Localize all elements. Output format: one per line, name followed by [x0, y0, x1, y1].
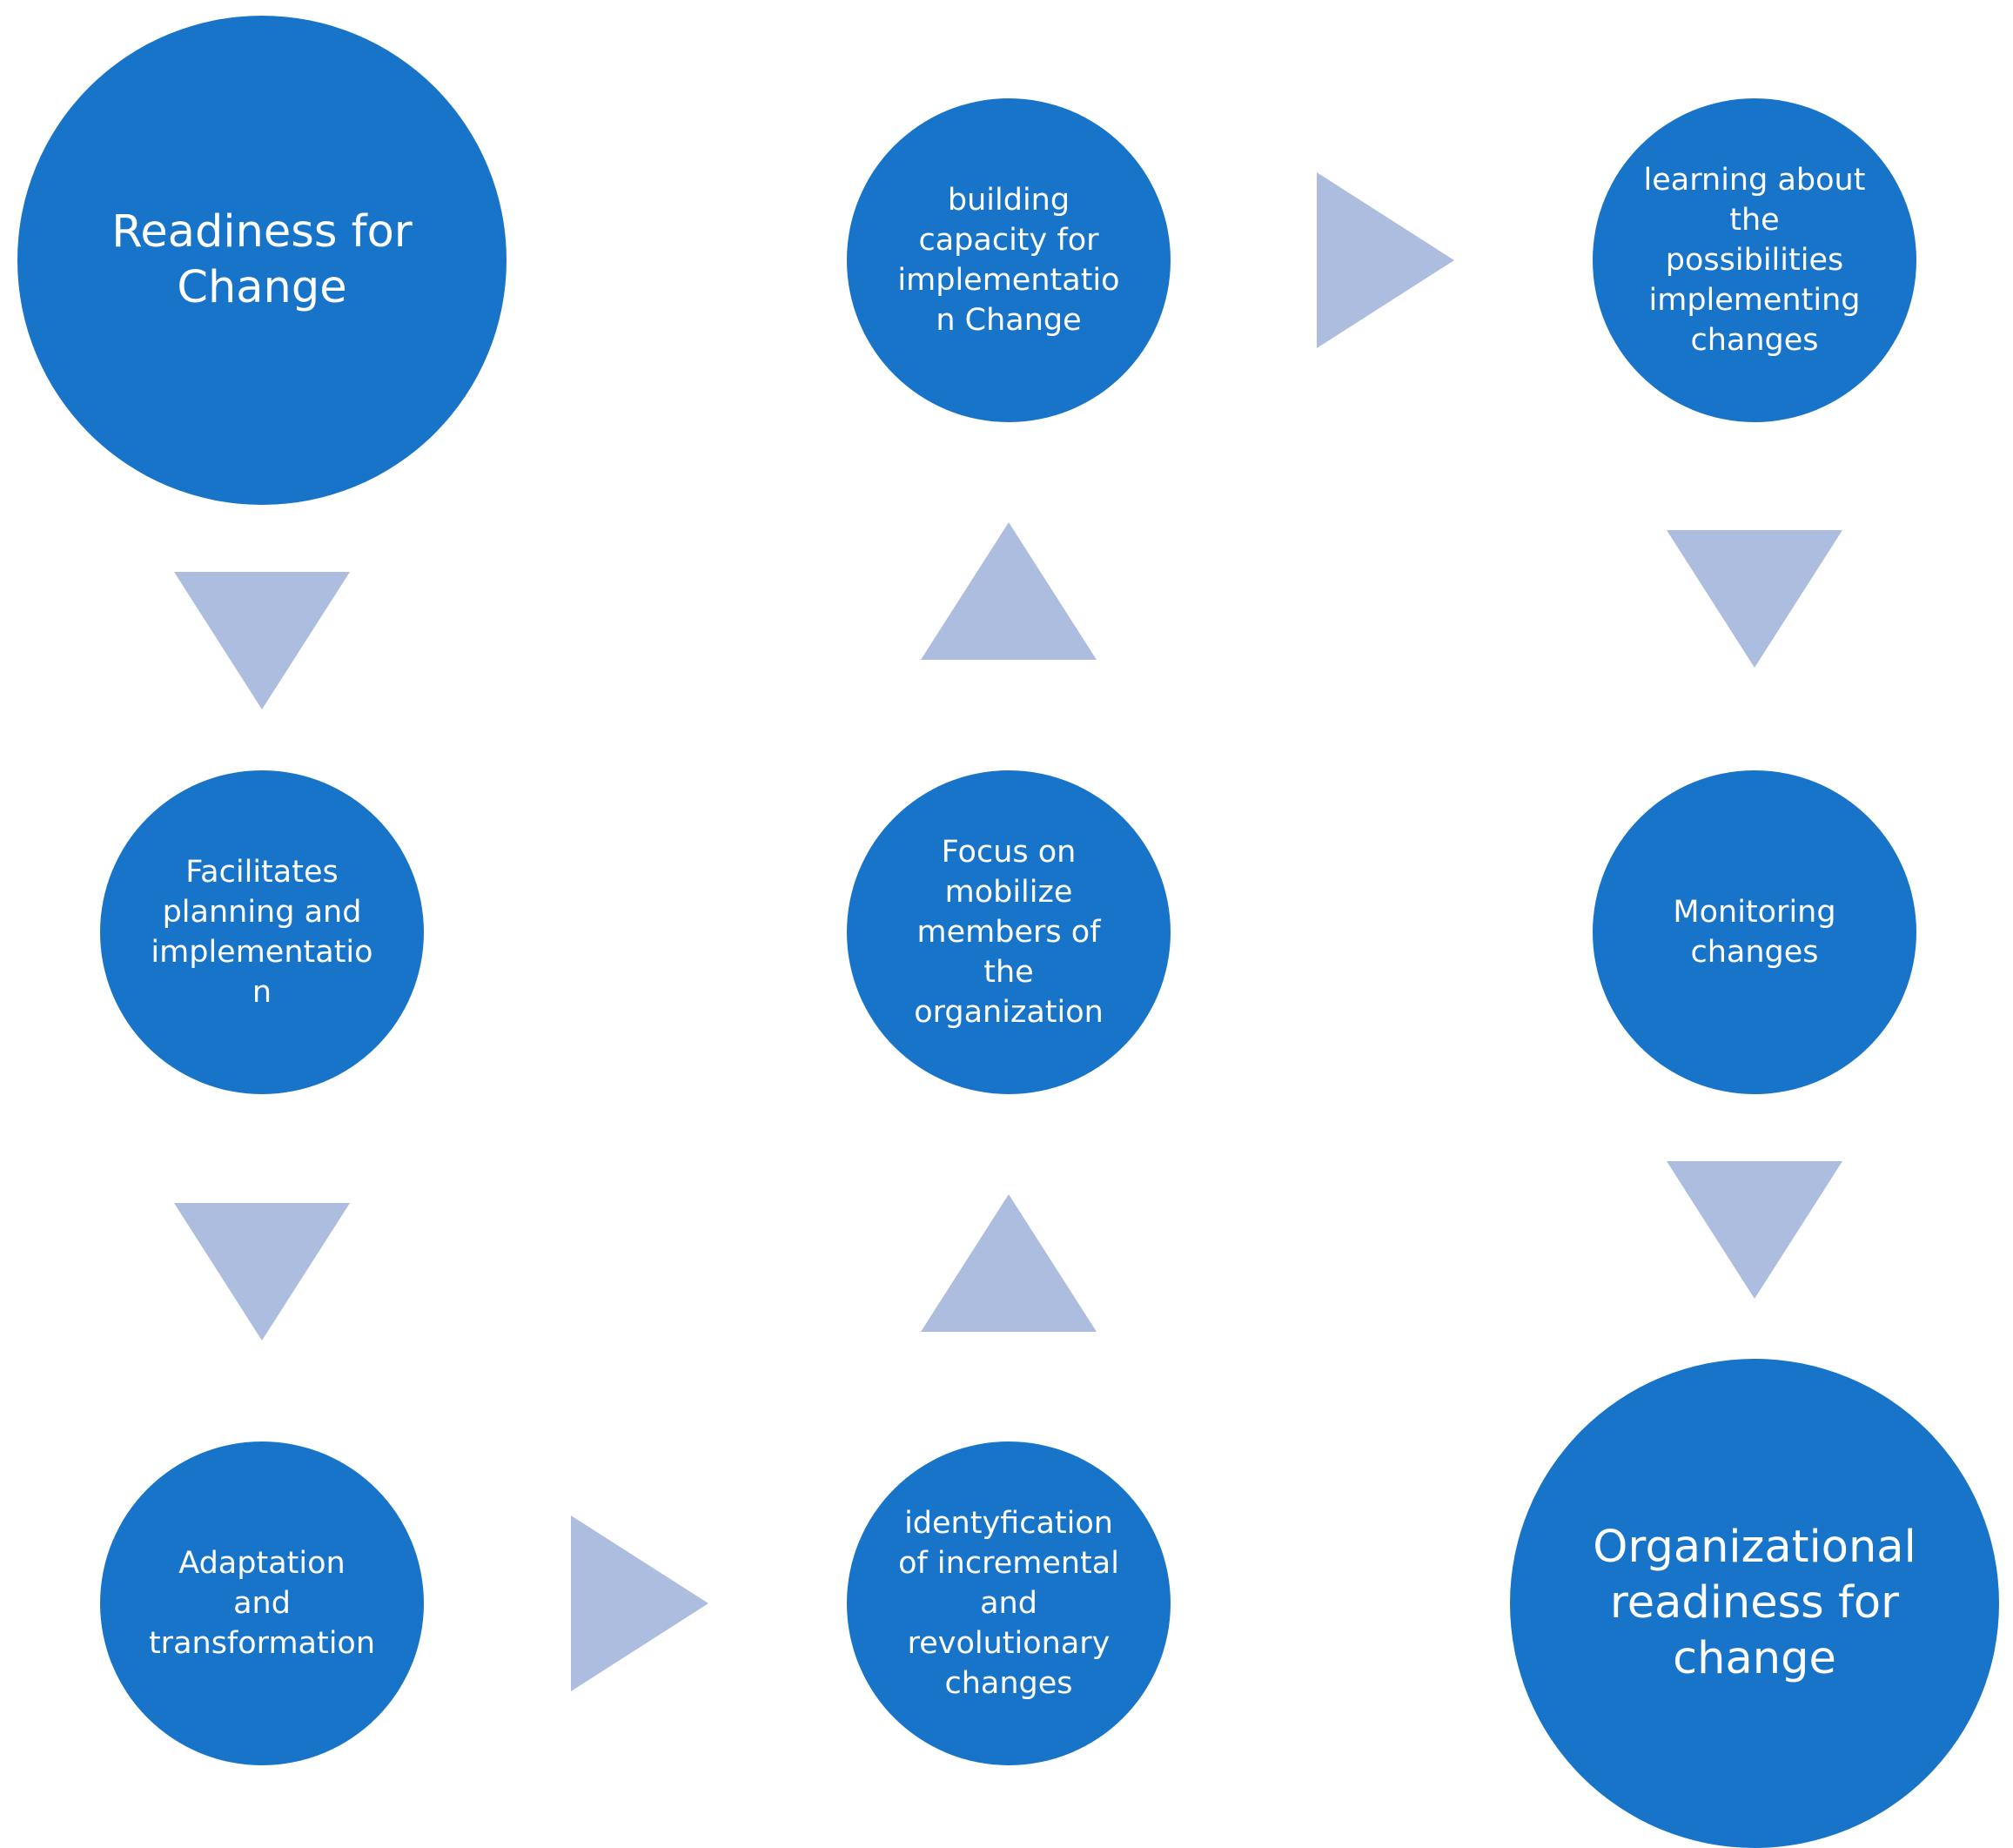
node-facilitates-planning: Facilitates planning and implementatio n: [100, 770, 424, 1094]
node-label-organizational-readiness: Organizational readiness for change: [1593, 1522, 1916, 1684]
node-label-facilitates-planning: Facilitates planning and implementatio n: [151, 855, 373, 1010]
node-label-monitoring-changes: Monitoring changes: [1673, 895, 1836, 970]
node-adaptation-transformation: Adaptation and transformation: [100, 1441, 424, 1765]
node-label-readiness-for-change: Readiness for Change: [111, 206, 413, 313]
arrow-down-facilitates-to-adaptation: [174, 1203, 350, 1341]
node-label-learning-possibilities: learning about the possibilities impleme…: [1643, 163, 1866, 358]
node-organizational-readiness: Organizational readiness for change: [1510, 1359, 1999, 1848]
node-focus-mobilize: Focus on mobilize members of the organiz…: [847, 770, 1171, 1094]
arrow-down-learning-to-monitoring: [1667, 530, 1842, 668]
node-label-focus-mobilize: Focus on mobilize members of the organiz…: [914, 835, 1104, 1030]
arrow-right-building-to-learning: [1317, 172, 1454, 348]
node-readiness-for-change: Readiness for Change: [17, 16, 507, 505]
arrow-right-adaptation-to-identyfication: [571, 1515, 708, 1691]
node-label-building-capacity: building capacity for implementatio n Ch…: [897, 183, 1120, 338]
arrow-down-readiness-to-facilitates: [174, 572, 350, 709]
arrow-up-identyfication-to-focus: [921, 1194, 1097, 1332]
node-building-capacity: building capacity for implementatio n Ch…: [847, 98, 1171, 422]
arrow-up-focus-to-building: [921, 522, 1097, 660]
node-identyfication-changes: identyfication of incremental and revolu…: [847, 1441, 1171, 1765]
node-learning-possibilities: learning about the possibilities impleme…: [1593, 98, 1916, 422]
node-label-adaptation-transformation: Adaptation and transformation: [148, 1546, 376, 1661]
node-label-identyfication-changes: identyfication of incremental and revolu…: [898, 1506, 1119, 1701]
arrow-down-monitoring-to-organizational: [1667, 1161, 1842, 1299]
node-monitoring-changes: Monitoring changes: [1593, 770, 1916, 1094]
